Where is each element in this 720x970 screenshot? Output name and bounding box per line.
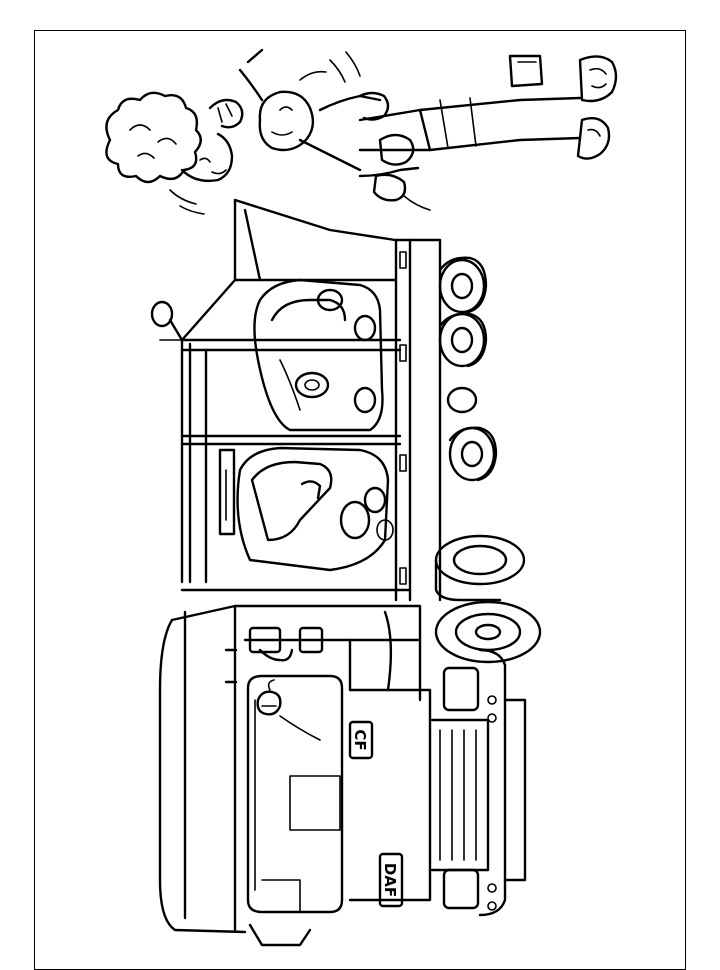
carried-car-bottom [218,446,394,572]
model-badge-text: CF [351,729,369,750]
car-carrier-frame [150,198,442,602]
front-wheel [434,600,542,664]
brand-badge: DAF [378,852,404,908]
person-left [105,91,244,184]
drive-wheel [434,534,526,602]
brand-badge-text: DAF [381,863,399,897]
trailer-wheels [438,256,498,482]
carried-car-top [253,278,384,432]
model-badge: CF [348,720,374,760]
truck-cab [158,604,527,947]
person-right [169,48,618,215]
